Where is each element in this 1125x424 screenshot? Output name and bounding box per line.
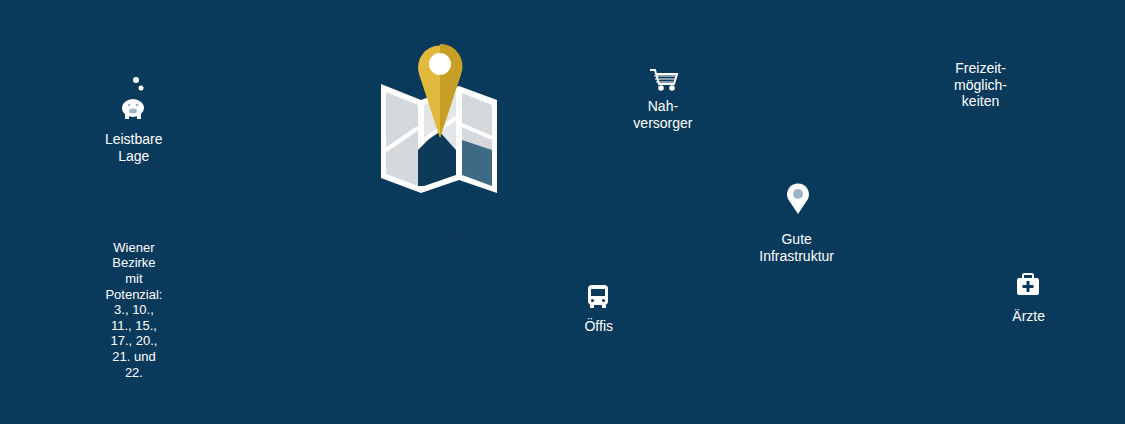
- cart-icon: [650, 70, 677, 90]
- central-circle: LAGE: [340, 124, 536, 320]
- bus-light: [602, 299, 605, 302]
- coin: [139, 86, 144, 91]
- connector-line: [536, 224, 731, 228]
- map-panel: [462, 93, 492, 186]
- connector-line: [195, 152, 343, 195]
- cart-wheel: [670, 86, 674, 90]
- node-text: Öffis: [584, 318, 614, 335]
- piggy-snout: [129, 109, 137, 114]
- piggy-eye: [128, 104, 131, 107]
- medkit-icon: [1017, 274, 1039, 295]
- node-text: Nah- versorger: [632, 98, 693, 132]
- circle-outline: [926, 31, 1034, 139]
- coin: [133, 77, 139, 83]
- node-label: Ärzte: [1012, 308, 1046, 325]
- piggy-leg: [125, 113, 129, 119]
- category-circle: Leistbare Lage: [68, 69, 198, 199]
- node-label: LAGE: [405, 222, 473, 251]
- cart-grid: [654, 76, 676, 82]
- bus-window: [591, 289, 605, 296]
- category-circle: Gute Infrastruktur: [731, 165, 861, 295]
- cart-basket: [650, 70, 677, 84]
- connector-line: [711, 152, 748, 186]
- node-outline: [731, 165, 861, 295]
- node-label: Nah- versorger: [632, 98, 693, 132]
- node-outline: [554, 268, 642, 356]
- circle-outline: [985, 257, 1071, 343]
- pin-icon: [787, 183, 809, 214]
- outer-ring: [336, 120, 540, 324]
- node-label: Öffis: [584, 318, 614, 335]
- circle-outline: [607, 52, 717, 162]
- node-text: Wiener Bezirke mit Potenzial: 3., 10., 1…: [104, 240, 163, 380]
- connector-line: [648, 255, 736, 291]
- pin-hole: [793, 189, 803, 199]
- bus-wheel: [590, 305, 594, 308]
- medkit-cross: [1023, 281, 1034, 292]
- info-circle: Nah- versorger: [606, 51, 718, 163]
- bus-light: [591, 299, 594, 302]
- connector-line: [847, 125, 929, 190]
- circle-fill: [69, 70, 197, 198]
- medkit-case: [1017, 278, 1039, 295]
- node-text: Gute Infrastruktur: [759, 231, 835, 265]
- node-text: Ärzte: [1012, 308, 1046, 325]
- piggy-eye: [136, 104, 139, 107]
- node-text: Freizeit- möglich- keiten: [954, 60, 1008, 110]
- connector-line: [132, 199, 134, 229]
- piggy-bank-icon: [122, 77, 144, 119]
- node-outline: [984, 256, 1072, 344]
- circle-outline: [555, 269, 641, 355]
- node-label: Wiener Bezirke mit Potenzial: 3., 10., 1…: [104, 240, 163, 380]
- map-illustration: [381, 44, 497, 193]
- pin-shape: [787, 183, 809, 214]
- info-circle: Öffis: [554, 268, 642, 356]
- circle-fill: [732, 166, 860, 294]
- pin-hole: [429, 53, 451, 75]
- bus-body: [588, 285, 608, 305]
- node-label: Leistbare Lage: [104, 131, 163, 165]
- node-text: LAGE: [405, 222, 473, 251]
- circle-dotted: [341, 125, 535, 319]
- node-text: Leistbare Lage: [104, 131, 163, 165]
- node-label: Gute Infrastruktur: [759, 231, 835, 265]
- info-circle: Freizeit- möglich- keiten: [925, 30, 1035, 140]
- circle-outline: [63, 240, 203, 380]
- bus-wheel: [602, 305, 606, 308]
- cart-wheel: [659, 86, 663, 90]
- info-circle: Wiener Bezirke mit Potenzial: 3., 10., 1…: [62, 239, 204, 381]
- piggy-leg: [137, 113, 141, 119]
- connector-line: [858, 249, 976, 285]
- map-water: [462, 140, 492, 186]
- info-circle: Ärzte: [984, 256, 1072, 344]
- node-label: Freizeit- möglich- keiten: [954, 60, 1008, 110]
- bus-icon: [588, 285, 608, 308]
